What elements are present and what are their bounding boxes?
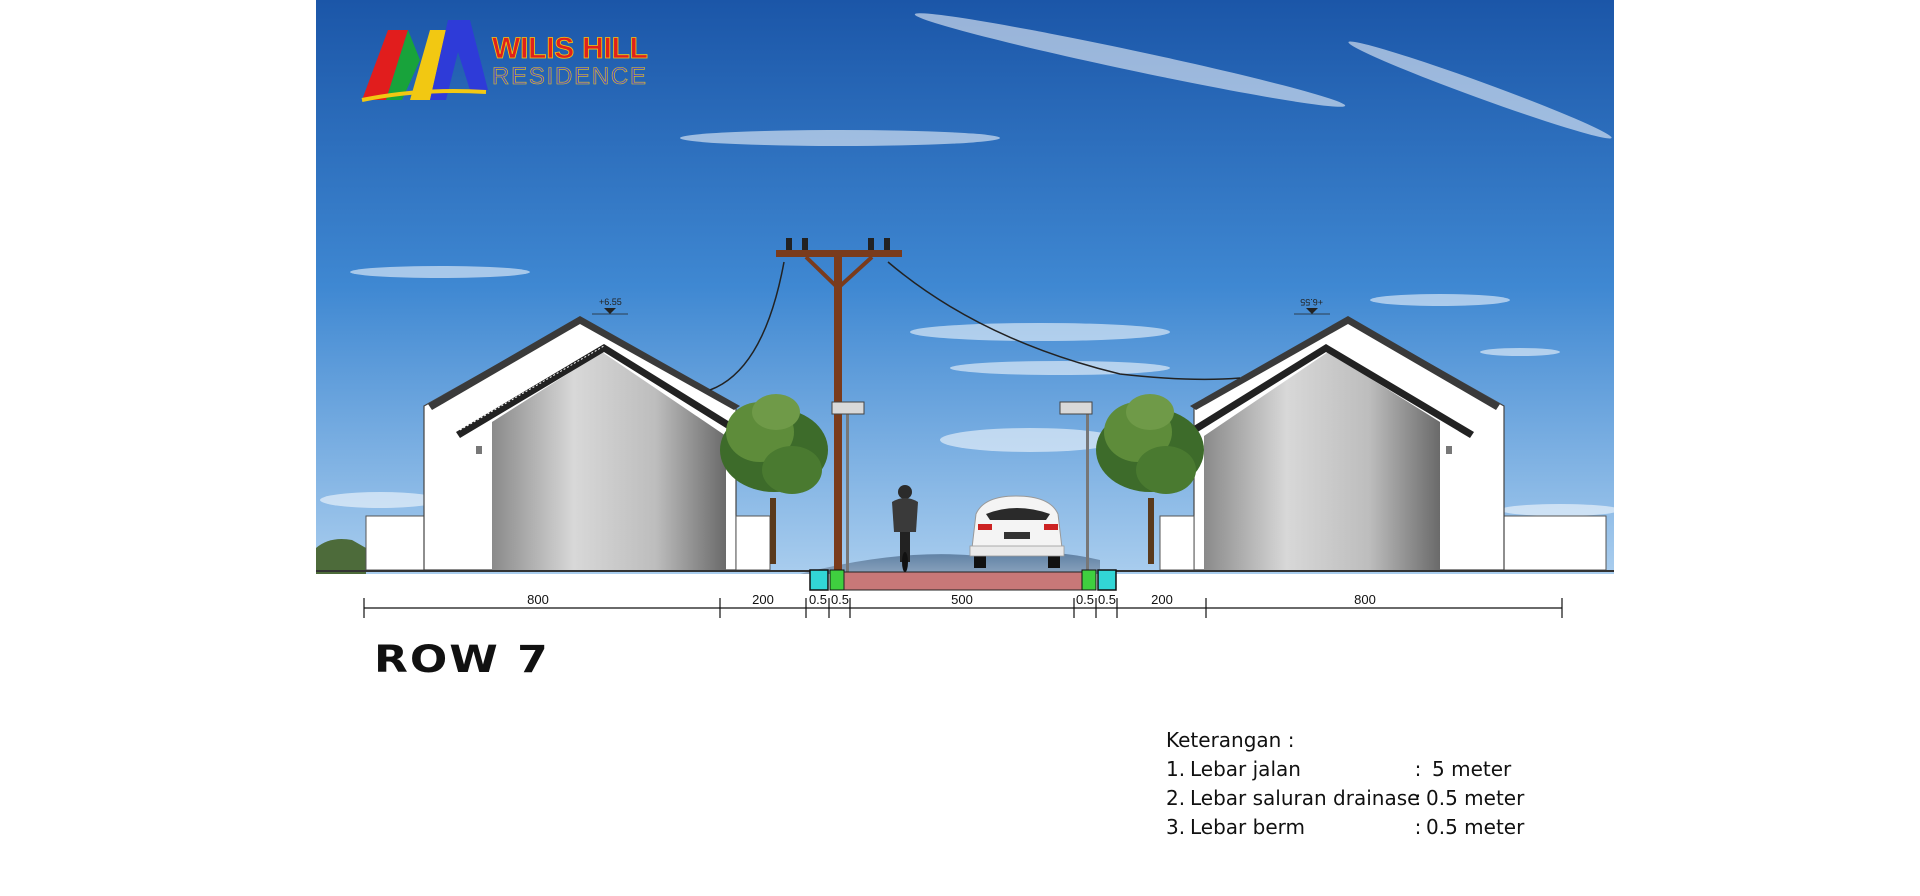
elevation-marker-right: +6.55	[1294, 297, 1330, 315]
legend-item-label: Lebar saluran drainase	[1190, 786, 1420, 810]
legend-item-separator: :	[1414, 786, 1422, 810]
street-light-left	[831, 401, 865, 572]
legend-item-number: 2.	[1166, 786, 1186, 810]
elevation-label-left: +6.55	[599, 297, 622, 307]
elevation-label-right: +6.55	[1300, 297, 1323, 307]
legend-item-separator: :	[1414, 815, 1422, 839]
tree-right	[1096, 394, 1204, 564]
legend-item-label: Lebar berm	[1190, 815, 1305, 839]
dim-setback-right: 200	[1151, 592, 1173, 607]
logo-mark-icon	[361, 20, 488, 102]
dim-berm-left: 0.5	[831, 592, 849, 607]
drainage-channel-right	[1097, 569, 1117, 591]
power-cables	[709, 261, 1241, 391]
legend-item-number: 1.	[1166, 757, 1186, 781]
logo-line1: WILIS HILL	[492, 32, 648, 65]
logo-line2: RESIDENCE	[492, 63, 648, 90]
legend-item: 1. Lebar jalan : 5 meter	[1166, 755, 1524, 784]
elevation-marker-left: +6.55	[592, 297, 628, 315]
legend-item-number: 3.	[1166, 815, 1186, 839]
wilis-hill-logo: WILIS HILL RESIDENCE	[361, 20, 648, 102]
legend-item-value: 5 meter	[1432, 757, 1512, 781]
cyclist-figure	[892, 485, 918, 572]
legend-item-value: 0.5 meter	[1426, 786, 1525, 810]
dim-road: 500	[951, 592, 973, 607]
berm-right	[1081, 569, 1097, 591]
legend-item: 2. Lebar saluran drainase : 0.5 meter	[1166, 784, 1524, 813]
road-pavement	[843, 571, 1083, 591]
dim-house-left: 800	[527, 592, 549, 607]
dim-berm-right: 0.5	[1076, 592, 1094, 607]
left-house: +6.55	[365, 297, 771, 571]
tree-left	[720, 394, 828, 564]
road-section	[809, 569, 1117, 591]
drainage-channel-left	[809, 569, 829, 591]
dim-house-right: 800	[1354, 592, 1376, 607]
street-light-right	[1059, 401, 1093, 572]
distant-hills	[316, 539, 1100, 574]
legend-item: 3. Lebar berm : 0.5 meter	[1166, 813, 1524, 842]
legend-item-value: 0.5 meter	[1426, 815, 1525, 839]
right-house: +6.55	[1159, 297, 1607, 571]
dim-setback-left: 200	[752, 592, 774, 607]
white-car	[969, 495, 1065, 568]
section-title: ROW 7	[374, 638, 550, 682]
dimension-line	[363, 598, 1563, 618]
berm-left	[829, 569, 845, 591]
dimension-labels: 800 200 0.5 0.5 500 0.5 0.5 200 800	[527, 592, 1376, 607]
legend-item-separator: :	[1414, 757, 1422, 781]
dim-drain-left: 0.5	[809, 592, 827, 607]
legend-title: Keterangan :	[1166, 728, 1295, 752]
legend-item-label: Lebar jalan	[1190, 757, 1301, 781]
dim-drain-right: 0.5	[1098, 592, 1116, 607]
legend: Keterangan : 1. Lebar jalan : 5 meter 2.…	[1166, 726, 1524, 842]
clouds	[320, 13, 1620, 516]
